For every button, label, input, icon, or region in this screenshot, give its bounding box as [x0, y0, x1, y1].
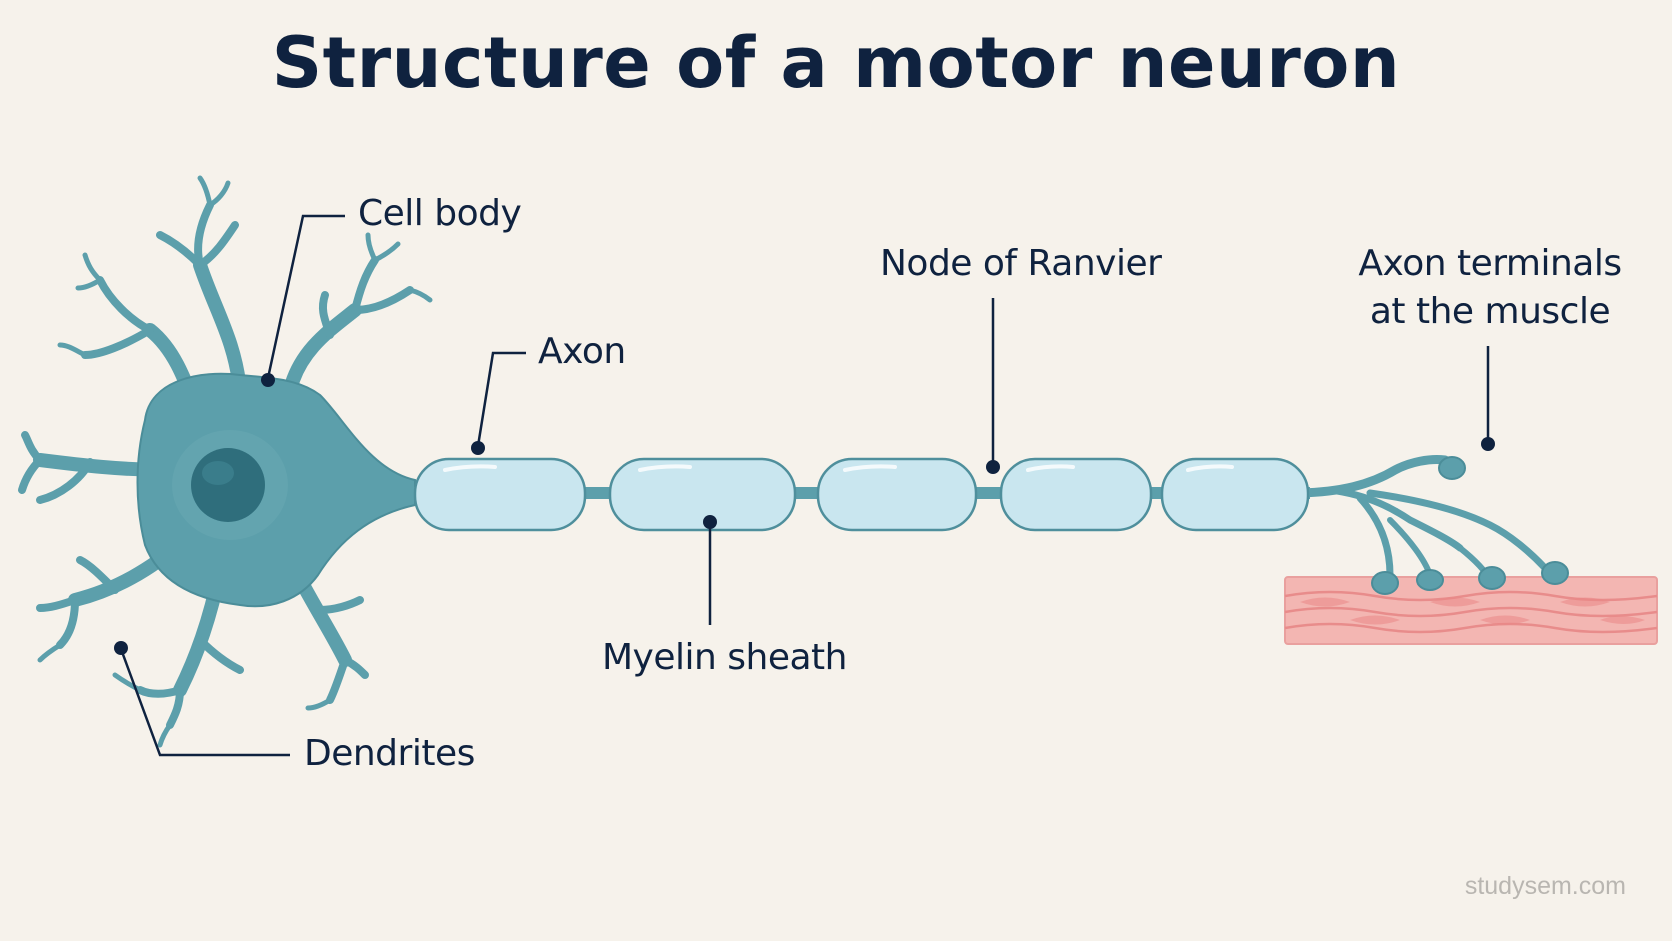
leader-dot-dendrites	[114, 641, 128, 655]
label-dendrites: Dendrites	[304, 733, 475, 774]
leader-dendrites	[119, 648, 290, 757]
nucleus	[191, 448, 265, 522]
leader-axon	[476, 351, 526, 447]
label-axon-terminals-line1: Axon terminals	[1358, 243, 1622, 284]
label-myelin-sheath: Myelin sheath	[602, 637, 848, 678]
leader-dots	[114, 373, 1495, 655]
label-axon: Axon	[538, 331, 626, 372]
leader-dot-cell-body	[261, 373, 275, 387]
label-cell-body: Cell body	[358, 193, 522, 234]
watermark: studysem.com	[1464, 872, 1626, 900]
myelin-segment	[999, 457, 1153, 532]
label-axon-terminals: Axon terminals at the muscle	[1345, 240, 1635, 336]
myelin-segment	[608, 457, 797, 532]
myelin-segment	[413, 457, 587, 532]
leader-cell-body	[266, 214, 345, 379]
synaptic-knobs	[1371, 456, 1569, 595]
myelin-segment	[1160, 457, 1310, 532]
label-axon-terminals-line2: at the muscle	[1369, 291, 1611, 332]
leader-dot-node	[986, 460, 1000, 474]
cell-body	[136, 372, 416, 608]
myelin-highlights	[443, 464, 1234, 472]
diagram-title: Structure of a motor neuron	[271, 22, 1401, 104]
leader-dot-axon	[471, 441, 485, 455]
leader-dot-terminals	[1481, 437, 1495, 451]
leader-lines	[119, 214, 1490, 757]
myelin-segment	[816, 457, 978, 532]
label-node-of-ranvier: Node of Ranvier	[880, 243, 1162, 284]
leader-dot-myelin	[703, 515, 717, 529]
muscle-fiber	[1284, 576, 1658, 645]
myelin-sheaths	[413, 457, 1310, 532]
